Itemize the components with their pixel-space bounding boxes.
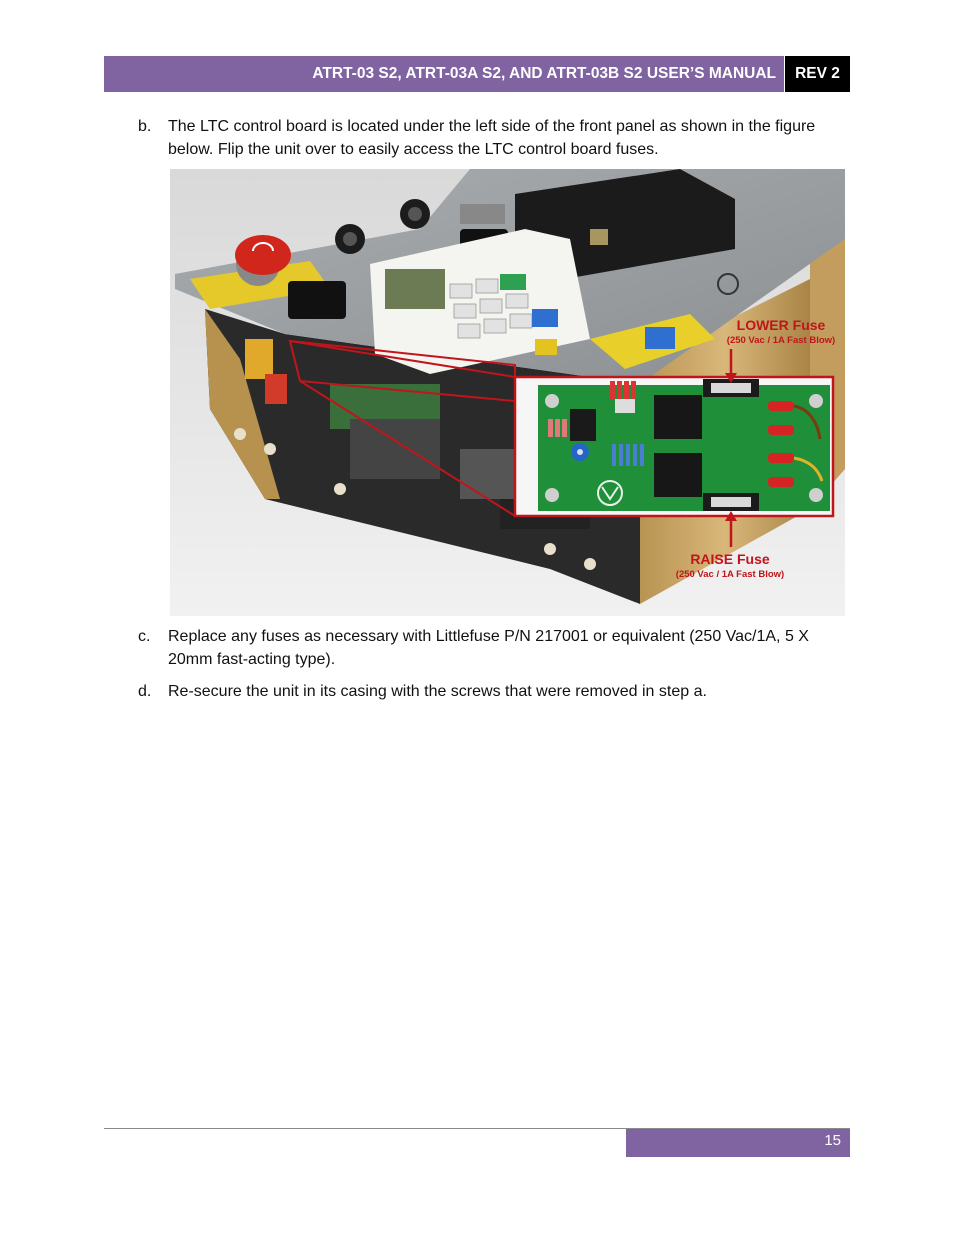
page-number-box: 15 bbox=[626, 1129, 850, 1157]
page-number: 15 bbox=[824, 1132, 841, 1149]
step-letter: b. bbox=[138, 118, 152, 135]
lower-fuse-spec: (250 Vac / 1A Fast Blow) bbox=[727, 335, 835, 346]
step-b: b. The LTC control board is located unde… bbox=[138, 115, 850, 161]
step-text: The LTC control board is located under t… bbox=[168, 118, 816, 158]
header-bar: ATRT-03 S2, ATRT-03A S2, AND ATRT-03B S2… bbox=[104, 56, 784, 92]
revision-badge: REV 2 bbox=[785, 56, 850, 92]
lower-fuse-title: LOWER Fuse bbox=[737, 317, 826, 333]
manual-title: ATRT-03 S2, ATRT-03A S2, AND ATRT-03B S2… bbox=[312, 65, 776, 82]
step-letter: d. bbox=[138, 683, 152, 700]
step-c: c. Replace any fuses as necessary with L… bbox=[138, 625, 850, 671]
footer-rule bbox=[104, 1128, 850, 1129]
step-letter: c. bbox=[138, 628, 151, 645]
raise-fuse-spec: (250 Vac / 1A Fast Blow) bbox=[676, 569, 784, 580]
step-text: Replace any fuses as necessary with Litt… bbox=[168, 628, 809, 668]
raise-fuse-title: RAISE Fuse bbox=[690, 551, 770, 567]
step-text: Re-secure the unit in its casing with th… bbox=[168, 683, 707, 700]
ltc-board-photo: LOWER Fuse (250 Vac / 1A Fast Blow) RAIS… bbox=[170, 169, 845, 616]
step-d: d. Re-secure the unit in its casing with… bbox=[138, 680, 850, 703]
ltc-board-illustration: LOWER Fuse (250 Vac / 1A Fast Blow) RAIS… bbox=[170, 169, 845, 616]
